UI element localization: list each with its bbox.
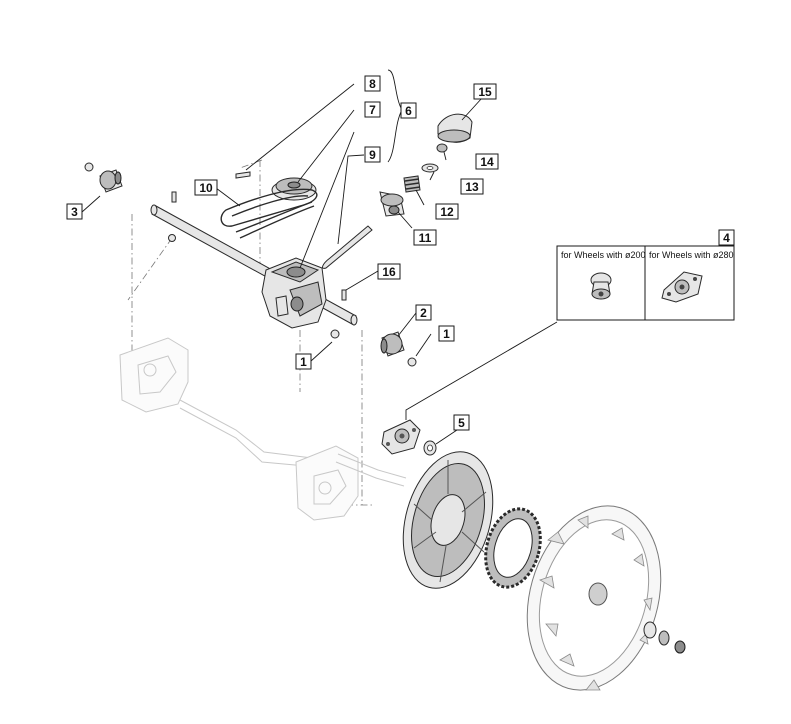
- wheel-gear-ring: [484, 507, 542, 589]
- callouts: 8 7 6 9 10 3 15 14: [66, 75, 735, 431]
- hub-adapter-280: [661, 271, 703, 303]
- callout-3: 3: [66, 203, 83, 220]
- callout-12: 12: [435, 203, 459, 220]
- callout-14: 14: [475, 153, 499, 170]
- washer: [421, 163, 439, 173]
- svg-text:6: 6: [405, 104, 412, 118]
- callout-1-right: 1: [438, 325, 455, 342]
- svg-text:2: 2: [420, 306, 427, 320]
- svg-text:9: 9: [369, 148, 376, 162]
- wheel-tire: [526, 505, 662, 691]
- svg-text:16: 16: [382, 265, 396, 279]
- callout-16: 16: [377, 263, 401, 280]
- inner-wheel-cover: [402, 451, 494, 589]
- svg-text:5: 5: [458, 416, 465, 430]
- svg-text:1: 1: [443, 327, 450, 341]
- bushing: [379, 191, 405, 217]
- drive-belt: [220, 188, 318, 239]
- callout-15: 15: [473, 83, 497, 100]
- right-pinion: [380, 331, 405, 357]
- svg-text:14: 14: [480, 155, 494, 169]
- callout-4: 4: [718, 229, 735, 246]
- callout-10: 10: [194, 179, 218, 196]
- callout-11: 11: [413, 229, 437, 246]
- callout-9: 9: [364, 146, 381, 163]
- svg-text:3: 3: [71, 205, 78, 219]
- left-pinion: [99, 169, 123, 193]
- wheel-washer: [423, 440, 437, 456]
- hub-adapter-200: [590, 272, 612, 300]
- circlips: [84, 162, 417, 367]
- callout-5: 5: [453, 414, 470, 431]
- hub-adapter: [381, 419, 421, 455]
- svg-text:13: 13: [465, 180, 479, 194]
- roll-pins: [171, 191, 347, 301]
- small-nut: [436, 143, 448, 153]
- callout-7: 7: [364, 101, 381, 118]
- spring: [403, 175, 421, 193]
- cap-knob: [437, 113, 473, 143]
- gearbox: [261, 257, 327, 329]
- inset-panel: for Wheels with ø200 for Wheels with ø28…: [556, 245, 735, 321]
- svg-text:12: 12: [440, 205, 454, 219]
- callout-8: 8: [364, 75, 381, 92]
- svg-text:7: 7: [369, 103, 376, 117]
- svg-text:10: 10: [199, 181, 213, 195]
- svg-text:15: 15: [478, 85, 492, 99]
- svg-text:1: 1: [300, 355, 307, 369]
- svg-text:11: 11: [419, 231, 432, 245]
- callout-1-left: 1: [295, 353, 312, 370]
- control-rod: [322, 225, 373, 269]
- svg-text:8: 8: [369, 77, 376, 91]
- svg-text:4: 4: [723, 231, 730, 245]
- callout-2: 2: [415, 304, 432, 321]
- inset-right-caption: for Wheels with ø280: [649, 250, 734, 260]
- callout-6: 6: [400, 102, 417, 119]
- leader-lines: [81, 69, 558, 445]
- chassis-ghost-outline: [119, 337, 407, 521]
- inset-left-caption: for Wheels with ø200: [561, 250, 646, 260]
- key-pin: [235, 171, 251, 179]
- callout-13: 13: [460, 178, 484, 195]
- axle-hardware: [643, 621, 686, 654]
